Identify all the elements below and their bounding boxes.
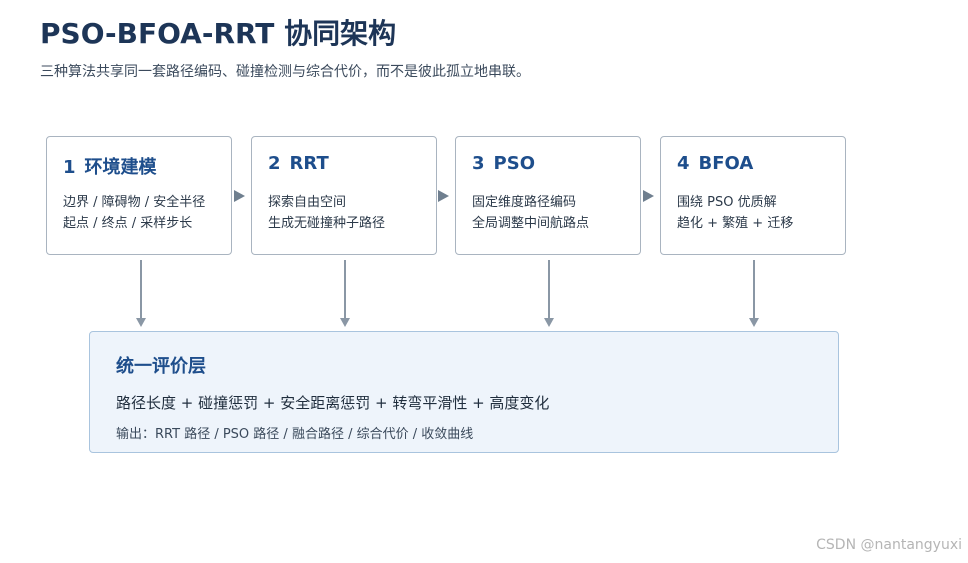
module-number: 4 <box>677 153 690 174</box>
module-heading: 2 RRT <box>268 153 329 174</box>
module-detail-line: 探索自由空间 <box>268 195 347 210</box>
evaluation-title: 统一评价层 <box>116 356 206 377</box>
module-number: 3 <box>472 153 485 174</box>
module-card-rrt: 2 RRT 探索自由空间 生成无碰撞种子路径 <box>251 136 437 255</box>
module-name: RRT <box>289 153 329 174</box>
arrow-down-icon <box>544 318 554 327</box>
evaluation-layer: 统一评价层 路径长度 + 碰撞惩罚 + 安全距离惩罚 + 转弯平滑性 + 高度变… <box>89 331 839 453</box>
module-heading: 1 环境建模 <box>63 153 157 179</box>
evaluation-metrics: 路径长度 + 碰撞惩罚 + 安全距离惩罚 + 转弯平滑性 + 高度变化 <box>116 394 550 412</box>
arrow-down-icon <box>136 318 146 327</box>
connector-line <box>140 260 142 320</box>
connector-line <box>344 260 346 320</box>
connector-line <box>753 260 755 320</box>
arrow-down-icon <box>340 318 350 327</box>
flow-arrow-right-icon <box>234 190 245 202</box>
module-detail-line: 趋化 + 繁殖 + 迁移 <box>677 216 794 231</box>
module-detail-line: 生成无碰撞种子路径 <box>268 216 386 231</box>
watermark: CSDN @nantangyuxi <box>816 537 962 553</box>
page-subtitle: 三种算法共享同一套路径编码、碰撞检测与综合代价，而不是彼此孤立地串联。 <box>40 64 530 80</box>
module-card-bfoa: 4 BFOA 围绕 PSO 优质解 趋化 + 繁殖 + 迁移 <box>660 136 846 255</box>
module-detail-line: 固定维度路径编码 <box>472 195 577 210</box>
module-name: PSO <box>493 153 535 174</box>
arrow-down-icon <box>749 318 759 327</box>
module-detail-line: 全局调整中间航路点 <box>472 216 590 231</box>
module-number: 2 <box>268 153 281 174</box>
module-heading: 4 BFOA <box>677 153 753 174</box>
flow-arrow-right-icon <box>643 190 654 202</box>
module-name: BFOA <box>698 153 754 174</box>
module-name: 环境建模 <box>84 157 157 178</box>
flow-arrow-right-icon <box>438 190 449 202</box>
module-card-pso: 3 PSO 固定维度路径编码 全局调整中间航路点 <box>455 136 641 255</box>
module-card-environment: 1 环境建模 边界 / 障碍物 / 安全半径 起点 / 终点 / 采样步长 <box>46 136 232 255</box>
module-number: 1 <box>63 157 76 178</box>
evaluation-outputs: 输出：RRT 路径 / PSO 路径 / 融合路径 / 综合代价 / 收敛曲线 <box>116 427 474 442</box>
connector-line <box>548 260 550 320</box>
page-title: PSO-BFOA-RRT 协同架构 <box>40 17 397 50</box>
module-detail-line: 围绕 PSO 优质解 <box>677 195 777 210</box>
module-heading: 3 PSO <box>472 153 535 174</box>
module-detail-line: 边界 / 障碍物 / 安全半径 <box>63 195 206 210</box>
module-detail-line: 起点 / 终点 / 采样步长 <box>63 216 193 231</box>
